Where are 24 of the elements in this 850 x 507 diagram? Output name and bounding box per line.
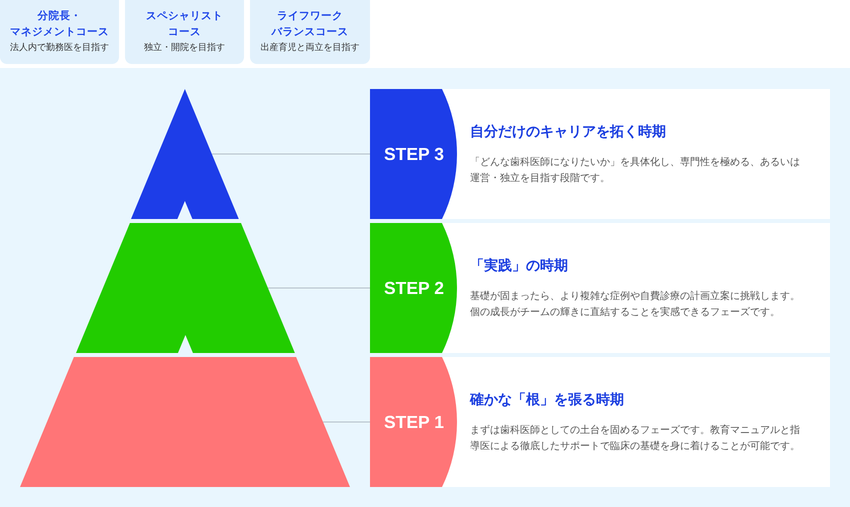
step-badge: STEP 1 <box>370 357 458 487</box>
course-title: ライフワークバランスコース <box>270 9 350 40</box>
step-description: まずは歯科医師としての土台を固めるフェーズです。教育マニュアルと指導医による徹底したサポートで臨床の基礎を身に着けることが可能です。 <box>470 424 801 454</box>
step-card <box>370 223 830 353</box>
step-description: 「どんな歯科医師になりたいか」を具体化し、専門性を極める、あるいは運営・独立を目指す段階です。 <box>470 156 801 186</box>
course-subtitle: 法人内で勤務医を目指す <box>9 42 110 54</box>
course-subtitle: 独立・開院を目指す <box>143 42 226 54</box>
pyramid-tier <box>131 89 239 219</box>
step-card <box>370 357 830 487</box>
step-heading: 自分だけのキャリアを拓く時期 <box>470 123 666 141</box>
pyramid-tier <box>76 223 294 353</box>
step-description: 基礎が固まったら、より複雑な症例や自費診療の計画立案に挑戦します。個の成長がチームの輝きに直結することを実感できるフェーズです。 <box>470 290 801 320</box>
step-heading: 確かな「根」を張る時期 <box>470 391 624 409</box>
course-tab <box>125 0 244 64</box>
step-card <box>370 89 830 219</box>
course-subtitle: 出産育児と両立を目指す <box>260 42 360 54</box>
pyramid-tier <box>20 357 350 487</box>
course-tab <box>0 0 119 64</box>
step-badge: STEP 2 <box>370 223 458 353</box>
course-title: 分院長・マネジメントコース <box>9 9 110 40</box>
course-title: スペシャリストコース <box>145 9 224 40</box>
step-heading: 「実践」の時期 <box>470 257 568 275</box>
step-badge: STEP 3 <box>370 89 458 219</box>
course-tab <box>250 0 370 64</box>
